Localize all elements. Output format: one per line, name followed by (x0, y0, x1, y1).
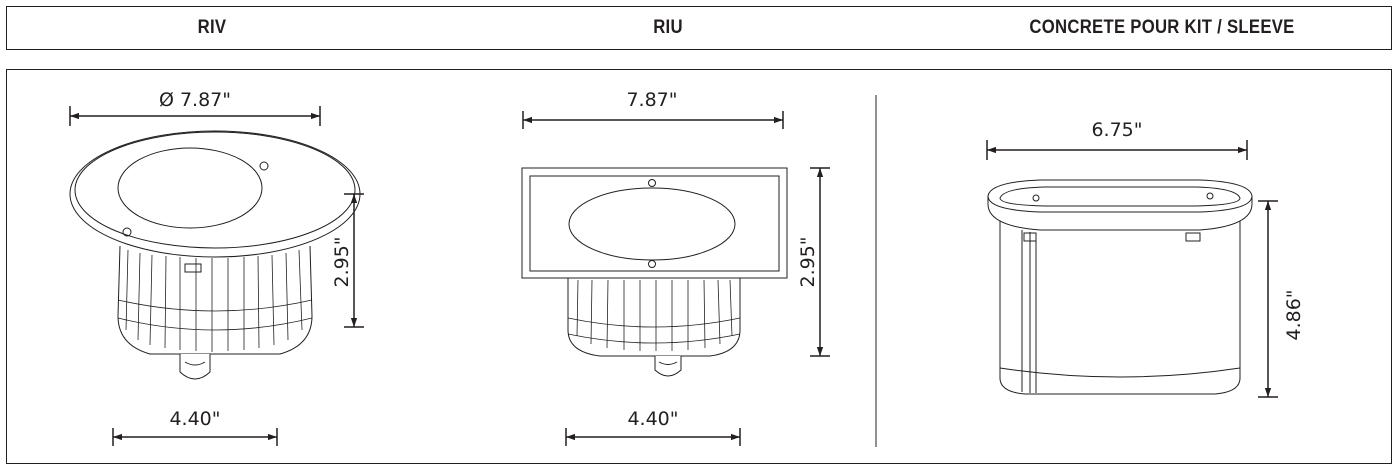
riu-bottom-dimension: 4.40" (565, 408, 741, 446)
riv-bottom-dimension: 4.40" (112, 408, 278, 446)
riu-width-label: 7.87" (626, 89, 677, 111)
riv-fixture-drawing (69, 130, 361, 380)
sleeve-drawing (987, 179, 1253, 395)
header-riu: RIU (653, 17, 683, 38)
sleeve-height-label: 4.86" (1283, 289, 1305, 340)
riu-width-dimension: 7.87" (522, 89, 784, 129)
riu-fixture-drawing (521, 167, 788, 377)
riv-height-label: 2.95" (331, 236, 353, 287)
riv-height-dimension: 2.95" (331, 193, 364, 328)
riu-height-label: 2.95" (797, 236, 819, 287)
header-sleeve: CONCRETE POUR KIT / SLEEVE (1029, 17, 1295, 38)
drawing-panel (6, 69, 1392, 464)
riv-diameter-dimension: Ø 7.87" (69, 89, 321, 126)
sleeve-width-label: 6.75" (1091, 119, 1142, 141)
riv-diameter-label: Ø 7.87" (159, 89, 231, 111)
riu-height-dimension: 2.95" (797, 167, 830, 357)
riu-bottom-label: 4.40" (627, 408, 678, 430)
sleeve-width-dimension: 6.75" (986, 119, 1248, 160)
header-bar: RIV RIU CONCRETE POUR KIT / SLEEVE (6, 6, 1392, 50)
riv-bottom-label: 4.40" (169, 408, 220, 430)
header-riv: RIV (197, 17, 227, 38)
sleeve-height-dimension: 4.86" (1258, 200, 1305, 398)
